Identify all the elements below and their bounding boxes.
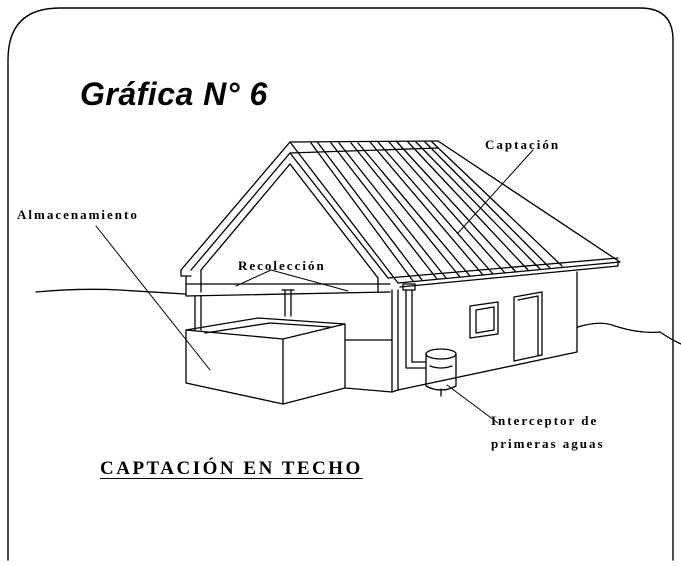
gutter-front	[399, 260, 619, 288]
ground-left	[35, 288, 186, 295]
label-recoleccion: Recolección	[238, 258, 326, 273]
label-captacion: Captación	[485, 137, 561, 152]
gutter-left	[180, 269, 192, 277]
leader-lines	[95, 149, 534, 424]
first-flush-interceptor	[425, 348, 457, 397]
window	[469, 301, 499, 339]
frame-border	[7, 7, 674, 561]
ground-right	[577, 322, 681, 345]
label-almacenamiento: Almacenamiento	[17, 207, 139, 222]
collection-pipes	[185, 276, 426, 369]
figure-caption: CAPTACIÓN EN TECHO	[100, 458, 363, 479]
storage-tank	[185, 317, 393, 405]
label-interceptor-line1: Interceptor de	[491, 413, 599, 428]
label-interceptor-line2: primeras aguas	[491, 436, 605, 451]
house-walls	[200, 269, 578, 393]
roof	[180, 140, 621, 284]
figure-title: Gráfica N° 6	[80, 76, 268, 112]
door	[513, 291, 543, 362]
